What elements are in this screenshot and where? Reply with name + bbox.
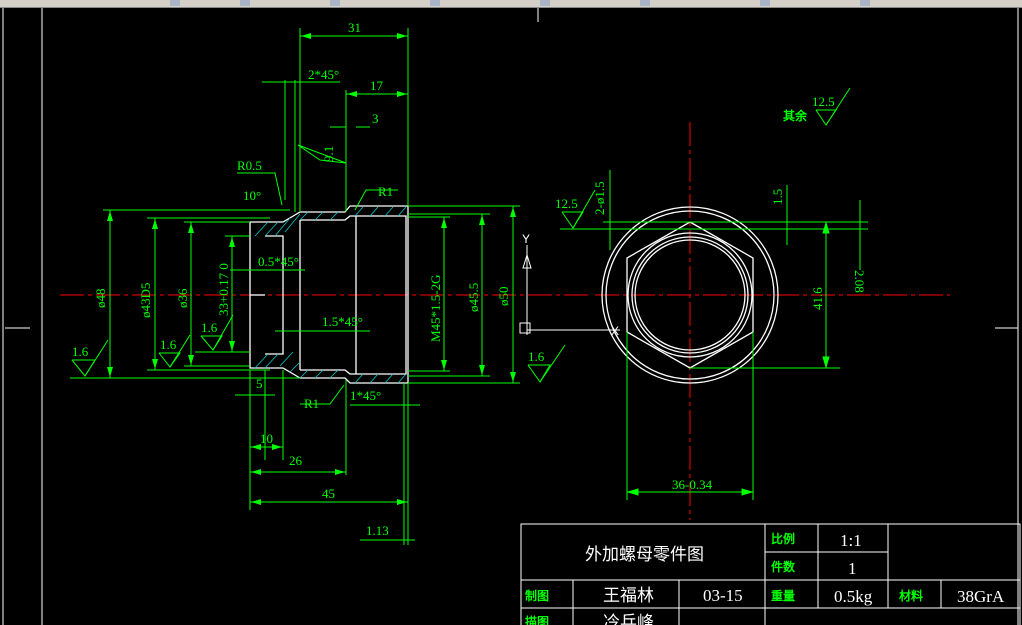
dim-angle-10: 10° [243,188,261,203]
dim-41-6: 41.6 [810,287,825,310]
toolbar-button[interactable] [240,0,250,6]
drawn-by-label: 制图 [525,588,549,603]
roughness-12-5: 12.5 [555,196,578,211]
dim-31: 31 [348,20,361,35]
toolbar-button[interactable] [760,0,770,6]
roughness-1-6-b: 1.6 [160,337,177,352]
dimension-arrows [107,33,516,505]
dim-chamfer-0-5: 0.5*45° [258,254,299,269]
quantity-value: 1 [848,559,857,578]
weight-label: 重量 [771,588,795,603]
rest-roughness-label: 其余 [783,108,808,123]
title-block: 外加螺母零件图 比例 1:1 件数 1 制图 王福林 03-15 重量 0.5k… [520,523,1021,625]
traced-by-name: 冷兵峰 [603,613,654,625]
dim-phi43: ø43D5 [138,283,153,318]
roughness-1-6-c: 1.6 [201,320,218,335]
dim-2-08: 2.08 [852,270,867,293]
drawn-date: 03-15 [703,586,743,605]
dim-hex-36: 36-0.34 [672,477,713,492]
ucs-icon: Y X [519,232,620,338]
material-value: 38GrA [957,587,1005,606]
left-view-dimension-lines [70,28,520,545]
cad-toolbar[interactable] [0,0,1022,8]
dim-10: 10 [260,431,273,446]
toolbar-button[interactable] [540,0,550,6]
dim-phi50: ø50 [496,287,511,307]
ucs-x-label: X [611,324,619,338]
dim-33-tolerance: 33+0.17 0 [216,263,231,316]
toolbar-button[interactable] [860,0,870,6]
material-label: 材料 [898,588,923,603]
ucs-y-label: Y [522,232,530,246]
rest-roughness-value: 12.5 [812,94,835,109]
toolbar-button[interactable] [640,0,650,6]
dim-phi36: ø36 [175,288,190,308]
dim-1-5: 1.5 [770,189,785,205]
dim-chamfer-2x45: 2*45° [308,67,339,82]
drawing-frame [2,8,1019,625]
dim-thread: M45*1.5-2G [428,274,443,342]
dim-17: 17 [370,78,384,93]
dim-phi48: ø48 [93,289,108,309]
toolbar-button[interactable] [430,0,440,6]
dim-chamfer-1x45: 1*45° [350,388,381,403]
toolbar-button[interactable] [330,0,340,6]
quantity-label: 件数 [771,559,796,574]
traced-by-label: 描图 [525,614,549,625]
dim-5: 5 [256,376,263,391]
dim-3: 3 [372,111,379,126]
dimension-text: 31 2*45° 17 3 9.1 R0.5 10° R1 ø48 ø43D5 … [72,20,867,538]
weight-value: 0.5kg [834,587,873,606]
toolbar-button[interactable] [170,0,180,6]
dim-r1-bottom: R1 [304,396,319,411]
dim-chamfer-1-5: 1.5*45° [322,314,363,329]
dim-holes: 2-ø1.5 [592,181,607,215]
roughness-symbols [71,87,851,383]
scale-label: 比例 [771,531,795,546]
dim-r1-top: R1 [378,184,393,199]
dim-26: 26 [289,453,303,468]
roughness-1-6-a: 1.6 [72,344,89,359]
dim-1-13: 1.13 [366,523,389,538]
drawn-by-name: 王福林 [603,586,654,605]
roughness-1-6-d: 1.6 [528,349,545,364]
dim-phi45-5: ø45.5 [466,283,481,312]
scale-value: 1:1 [840,531,862,550]
dim-angle-9: 9.1 [321,146,336,162]
end-view-dimension-lines [560,170,868,500]
part-name: 外加螺母零件图 [585,545,704,564]
dim-45: 45 [322,486,335,501]
dim-r0-5: R0.5 [237,158,262,173]
